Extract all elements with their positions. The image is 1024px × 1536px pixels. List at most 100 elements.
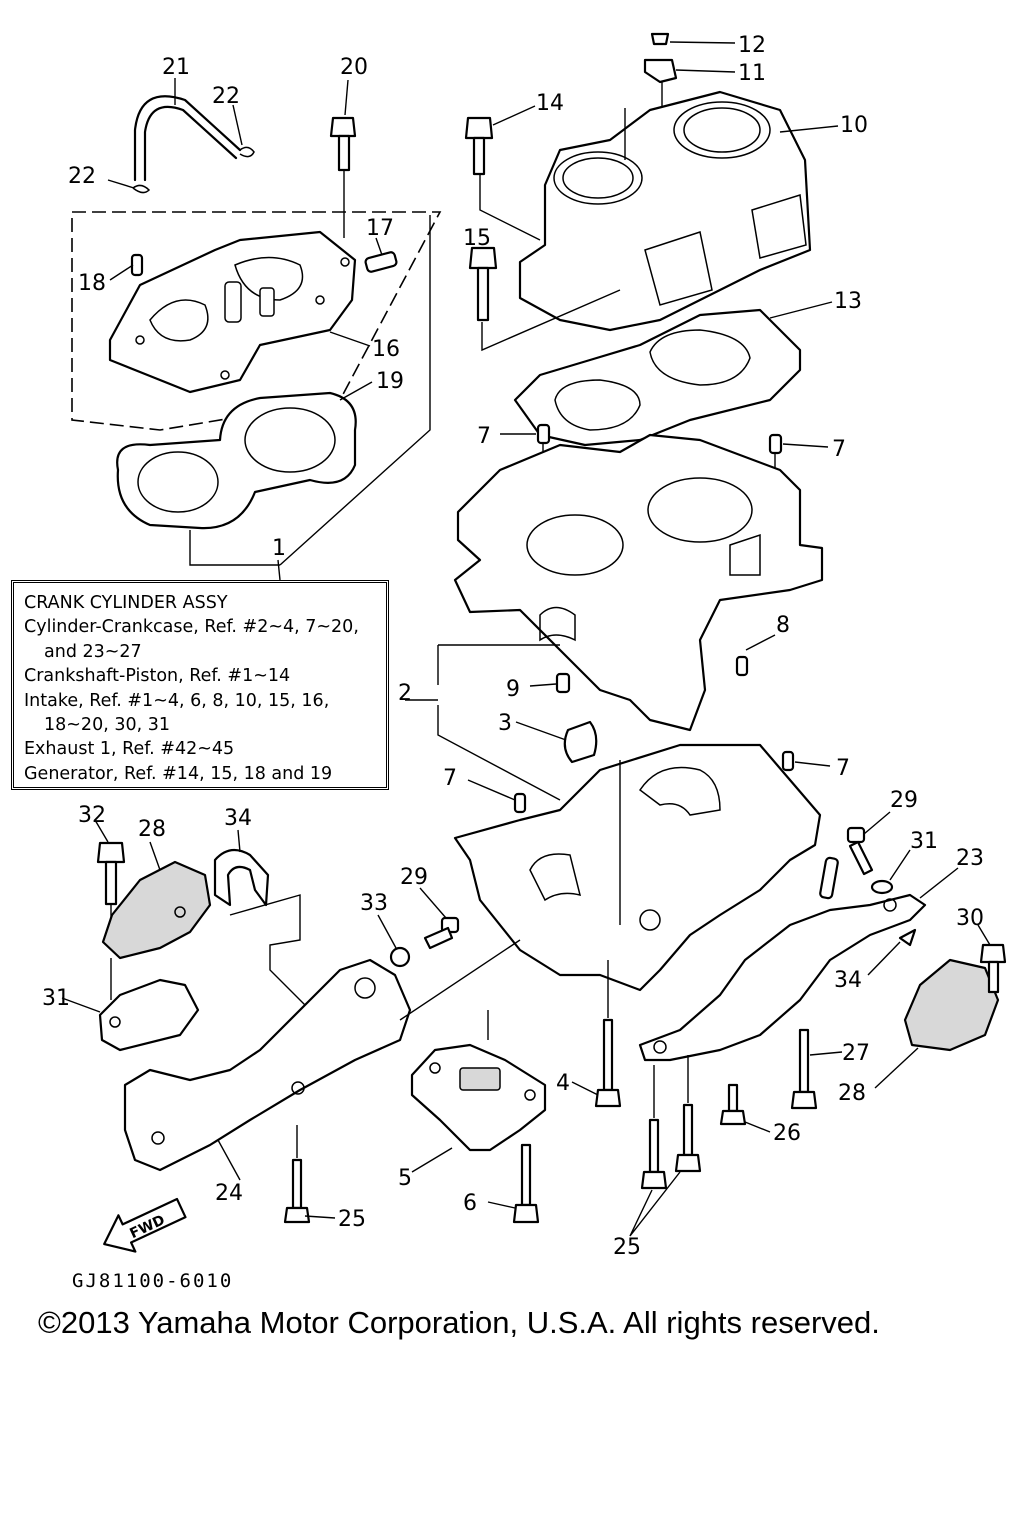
washer-part-31b xyxy=(870,879,894,895)
bolt-part-27 xyxy=(790,1028,818,1110)
callout-32: 32 xyxy=(78,803,106,828)
lower-crankcase-group xyxy=(453,743,822,992)
bolt-part-14 xyxy=(464,116,494,176)
clamp-part-22a xyxy=(239,146,255,158)
bolt-part-25a xyxy=(283,1125,311,1224)
callout-15: 15 xyxy=(463,226,491,251)
bolt-part-15 xyxy=(468,246,498,322)
info-line: Intake, Ref. #1~4, 6, 8, 10, 15, 16, xyxy=(24,690,330,711)
callout-10: 10 xyxy=(840,113,868,138)
info-line: Cylinder-Crankcase, Ref. #2~4, 7~20, xyxy=(24,617,359,638)
callout-20: 20 xyxy=(340,55,368,80)
screw-part-12 xyxy=(650,32,670,46)
bolt-part-25c xyxy=(674,1103,702,1173)
callout-22b: 22 xyxy=(68,164,96,189)
dowel-pin-part-7d xyxy=(781,750,795,772)
callout-25a: 25 xyxy=(338,1207,366,1232)
lower-crankcase xyxy=(453,743,822,992)
callout-7b: 7 xyxy=(832,437,846,462)
dowel-pin-part-8 xyxy=(735,655,749,677)
callout-30: 30 xyxy=(956,906,984,931)
callout-7a: 7 xyxy=(477,424,491,449)
callout-13: 13 xyxy=(834,289,862,314)
info-line: Crankshaft-Piston, Ref. #1~14 xyxy=(24,666,291,687)
callout-numbers: 1 2 3 4 5 6 7 7 7 7 8 9 10 11 12 13 14 1… xyxy=(42,33,984,1260)
clamp-part-22b xyxy=(132,184,151,194)
copyright-notice: ©2013 Yamaha Motor Corporation, U.S.A. A… xyxy=(38,1305,880,1340)
assembly-info-box: CRANK CYLINDER ASSY Cylinder-Crankcase, … xyxy=(11,580,389,790)
cylinder-head-cover-group xyxy=(71,95,442,566)
info-line: and 23~27 xyxy=(44,641,142,662)
callout-12: 12 xyxy=(738,33,766,58)
damper-part-28b xyxy=(903,958,1000,1052)
callout-22a: 22 xyxy=(212,84,240,109)
washer-part-33 xyxy=(389,946,411,968)
callout-34a: 34 xyxy=(224,806,252,831)
dowel-pin-part-7c xyxy=(513,792,527,814)
stopper-part-34b xyxy=(898,928,917,947)
callout-33: 33 xyxy=(360,891,388,916)
holder-part-11 xyxy=(643,58,678,84)
callout-11: 11 xyxy=(738,61,766,86)
callout-31a: 31 xyxy=(42,986,70,1011)
callout-28b: 28 xyxy=(838,1081,866,1106)
callout-2: 2 xyxy=(398,681,412,706)
callout-28a: 28 xyxy=(138,817,166,842)
exploded-parts-diagram: FWD xyxy=(42,32,1007,1260)
bracket-part-31 xyxy=(98,978,200,1052)
info-box-title: CRANK CYLINDER ASSY xyxy=(24,593,228,613)
left-mount-group xyxy=(96,841,521,1224)
callout-3: 3 xyxy=(498,711,512,736)
callout-17: 17 xyxy=(366,216,394,241)
stopper-part-34 xyxy=(213,848,270,907)
callout-25b: 25 xyxy=(613,1235,641,1260)
hose-part-21 xyxy=(133,95,242,182)
callout-26: 26 xyxy=(773,1121,801,1146)
callout-14: 14 xyxy=(536,91,564,116)
info-line: Generator, Ref. #14, 15, 18 and 19 xyxy=(24,763,333,784)
bolt-part-20 xyxy=(329,116,357,238)
callout-16: 16 xyxy=(372,337,400,362)
drawing-code: GJ81100-6010 xyxy=(72,1270,234,1292)
plug-part-17 xyxy=(364,251,398,273)
callout-18: 18 xyxy=(78,271,106,296)
dowel-pin-part-7a xyxy=(536,423,551,445)
callout-19: 19 xyxy=(376,369,404,394)
center-mount-group xyxy=(410,960,622,1224)
callout-8: 8 xyxy=(776,613,790,638)
mount-part-5 xyxy=(410,1043,547,1152)
callout-27: 27 xyxy=(842,1041,870,1066)
forward-arrow-icon: FWD xyxy=(103,1197,187,1253)
base-gasket-part-13 xyxy=(513,308,802,447)
bolt-part-29a xyxy=(423,916,460,950)
info-line: 18~20, 30, 31 xyxy=(44,715,170,736)
bolt-part-6 xyxy=(512,1143,540,1224)
bolt-part-25b xyxy=(640,1118,668,1190)
cylinder-block-group xyxy=(464,32,812,352)
upper-crankcase-part-2 xyxy=(453,433,824,732)
pin-part-9 xyxy=(555,672,571,694)
callout-24: 24 xyxy=(215,1181,243,1206)
damper-part-28 xyxy=(101,860,212,960)
callout-5: 5 xyxy=(398,1166,412,1191)
callout-7c: 7 xyxy=(443,766,457,791)
upper-crankcase-group xyxy=(437,423,824,801)
info-line: Exhaust 1, Ref. #42~45 xyxy=(24,739,235,760)
callout-6: 6 xyxy=(463,1191,477,1216)
mount-part-24 xyxy=(123,958,412,1172)
mount-part-23 xyxy=(638,893,927,1062)
callout-23: 23 xyxy=(956,846,984,871)
bolt-part-30 xyxy=(979,943,1007,994)
dowel-pin-part-7b xyxy=(768,433,783,455)
callout-4: 4 xyxy=(556,1071,570,1096)
callout-31b: 31 xyxy=(910,829,938,854)
bushing-part-3 xyxy=(563,720,598,764)
pin-part-18 xyxy=(130,253,144,277)
bolt-part-29b xyxy=(846,826,874,876)
bolt-part-32 xyxy=(96,841,126,945)
callout-21: 21 xyxy=(162,55,190,80)
callout-1: 1 xyxy=(272,536,286,561)
bolt-part-4 xyxy=(594,1018,622,1108)
callout-29b: 29 xyxy=(890,788,918,813)
callout-29a: 29 xyxy=(400,865,428,890)
